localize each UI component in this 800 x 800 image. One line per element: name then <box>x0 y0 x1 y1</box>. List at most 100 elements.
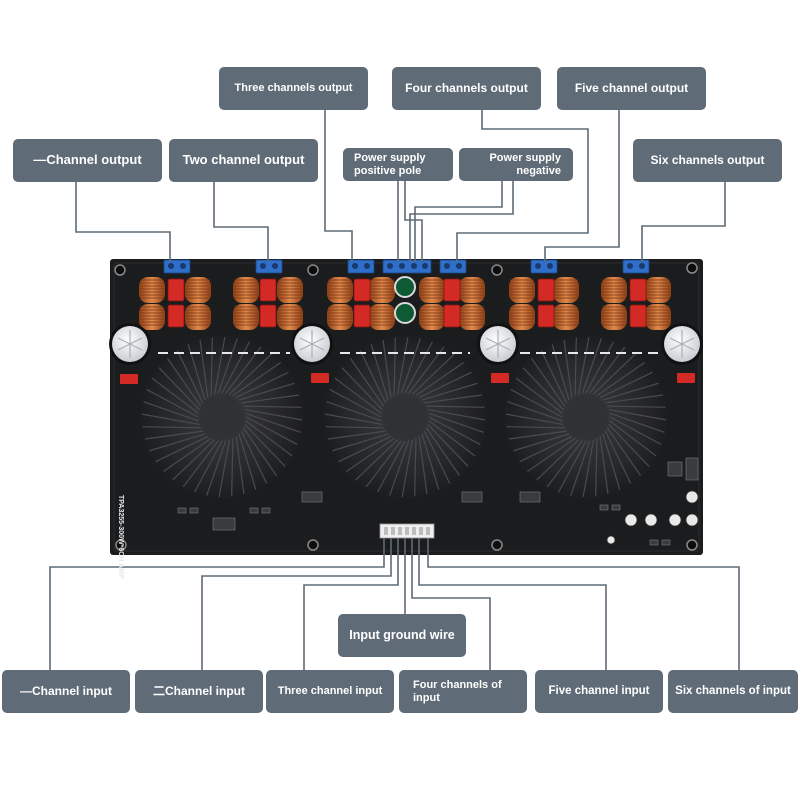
center-filter-caps <box>394 276 416 324</box>
heatsink-fin <box>570 440 591 496</box>
heatsink-fin <box>424 394 483 404</box>
toroid-inductor <box>509 304 535 330</box>
heatsink-fin <box>155 435 209 463</box>
channel-4-output-label: Four channels output <box>392 67 541 110</box>
heatsink-fin <box>609 412 665 433</box>
heatsink-fin <box>602 382 659 401</box>
heatsink-fin <box>359 350 387 404</box>
heatsink-fin <box>393 337 396 396</box>
heatsink-fin <box>536 439 579 481</box>
heatsink-fin <box>540 350 568 404</box>
heatsink-fin <box>158 367 200 410</box>
toroid-inductor <box>459 277 485 303</box>
electrolytic-capacitors <box>109 323 703 365</box>
heatsink-fin <box>241 394 300 404</box>
toroid-inductor <box>645 277 671 303</box>
heatsink-fin <box>199 339 209 398</box>
heatsink-fin <box>146 389 199 418</box>
heatsink-fin <box>401 439 414 498</box>
input-leader-lines <box>49 538 740 670</box>
heatsink-fin <box>605 394 664 404</box>
heatsink-fin <box>563 339 573 398</box>
heatsink-fin <box>519 435 573 463</box>
heatsink-fin <box>599 371 653 399</box>
channel-6-output-label: Six channels output <box>633 139 782 182</box>
heatsink-fin <box>240 430 268 484</box>
toroid-inductor <box>185 304 211 330</box>
heatsink-fin <box>589 346 626 394</box>
heatsink-fin <box>522 367 564 410</box>
heatsink-fin <box>221 341 250 394</box>
heatsink-fin <box>609 420 657 457</box>
heatsink-fin <box>377 440 406 493</box>
channel-1-output-text: —Channel output <box>33 152 142 168</box>
toroid-inductor <box>139 277 165 303</box>
heatsink-fin <box>382 339 392 398</box>
heatsink-fin <box>585 341 614 394</box>
toroid-inductor <box>419 277 445 303</box>
heatsink-fin <box>225 346 262 394</box>
toroid-inductor <box>233 304 259 330</box>
channel-2-output-label: Two channel output <box>169 139 318 182</box>
heatsink-fin <box>607 405 666 408</box>
heatsink-fin <box>245 412 301 433</box>
heatsink-fin <box>414 438 417 497</box>
toroid-inductor <box>327 277 353 303</box>
heatsink-fin <box>167 358 202 407</box>
channel-5-input-label: Five channel input <box>535 670 663 713</box>
heatsink-fin <box>176 350 204 404</box>
toroid-inductor <box>139 304 165 330</box>
heatsink-fin <box>546 440 583 488</box>
heatsink-fin <box>608 424 650 467</box>
heatsink-fin <box>574 337 577 396</box>
heatsink-3 <box>504 335 668 499</box>
heatsink-fin <box>326 401 382 422</box>
heatsink-fin <box>404 341 433 394</box>
heatsink-fin <box>527 437 576 472</box>
red-small-parts <box>120 373 695 384</box>
channel-6-output-text: Six channels output <box>650 152 765 167</box>
channel-4-input-line2: input <box>413 691 440 704</box>
toroid-inductor <box>601 304 627 330</box>
heatsink-fin <box>581 338 602 394</box>
power-positive-line2: positive pole <box>354 164 422 177</box>
heatsink-fin <box>235 371 289 399</box>
heatsink-fin <box>325 426 384 429</box>
small-input-caps <box>606 490 699 545</box>
toroid-inductor <box>233 277 259 303</box>
toroid-inductor <box>185 277 211 303</box>
smd-components <box>177 457 699 546</box>
toroid-inductor <box>327 304 353 330</box>
channel-4-output-text: Four channels output <box>405 80 528 95</box>
heatsink-fin <box>217 338 238 394</box>
heatsink-fin <box>327 430 386 440</box>
heatsink-fin <box>426 405 485 408</box>
heatsink-fin <box>245 420 293 457</box>
heatsink-fin <box>408 346 445 394</box>
heatsink-fin <box>428 412 484 433</box>
heatsink-fin <box>596 362 645 397</box>
red-capacitors <box>167 278 647 328</box>
heatsink-fin <box>513 433 570 452</box>
heatsink-fin <box>427 424 469 467</box>
channel-1-output-label: —Channel output <box>13 139 162 182</box>
heatsink-fin <box>418 436 428 495</box>
toroid-inductor <box>419 304 445 330</box>
heatsink-fin <box>506 426 565 429</box>
heatsink-fin <box>338 435 392 463</box>
toroid-inductor <box>369 277 395 303</box>
heatsink-fin <box>418 371 472 399</box>
channel-2-output-text: Two channel output <box>182 152 305 168</box>
channel-2-input-text: 二Channel input <box>153 683 245 698</box>
channel-3-output-label: Three channels output <box>219 67 368 110</box>
heatsink-fin <box>515 377 563 414</box>
toroid-inductor <box>277 277 303 303</box>
heatsink-fin <box>206 440 227 496</box>
power-negative-label: Power supply negative <box>459 148 573 181</box>
heatsink-fin <box>210 337 213 396</box>
channel-5-input-text: Five channel input <box>548 684 650 697</box>
heatsink-fin <box>218 439 231 498</box>
heatsink-fin <box>163 437 212 472</box>
heatsink-fin <box>213 336 226 395</box>
heatsink-fin <box>599 436 609 495</box>
